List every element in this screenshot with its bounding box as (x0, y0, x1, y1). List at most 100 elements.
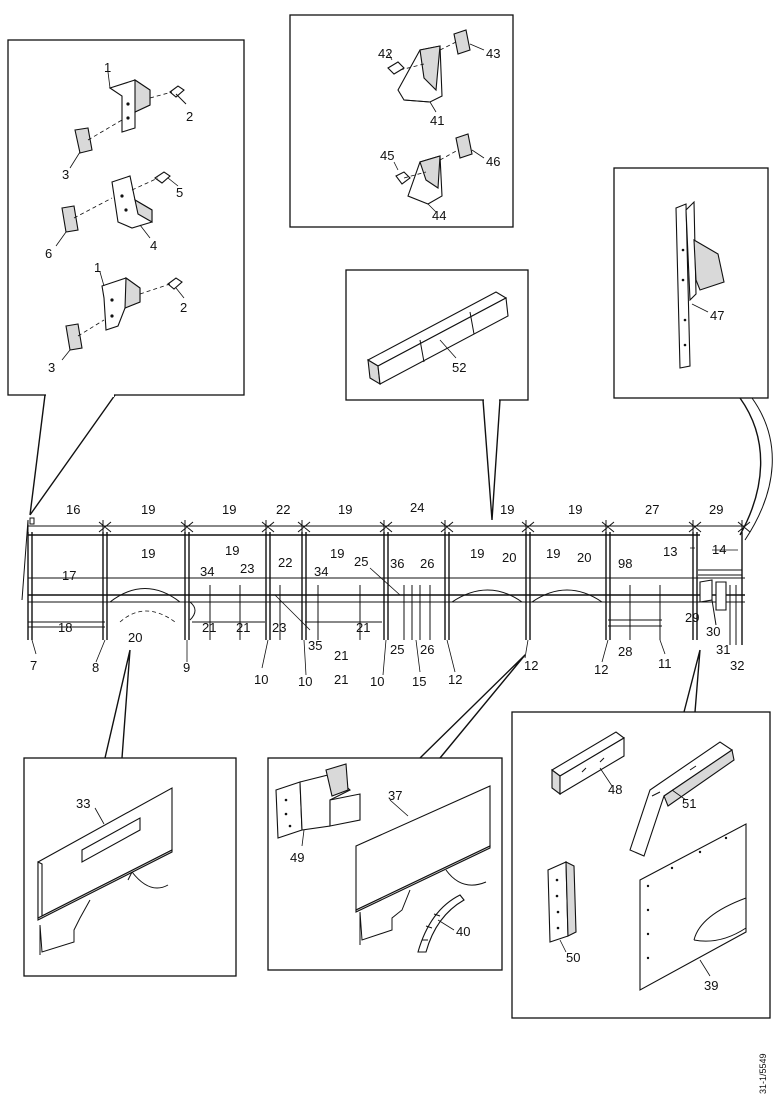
detail-box-panel-33: 33 (23, 757, 237, 977)
callout-mid-35: 35 (308, 638, 322, 653)
callout-48: 48 (608, 782, 622, 797)
callout-mid-26b: 26 (420, 642, 434, 657)
callout-bottom-12b: 12 (524, 658, 538, 673)
detail-box-panel-37: 49 37 40 (267, 757, 503, 971)
callout-top-19d: 19 (500, 502, 514, 517)
callout-43: 43 (486, 46, 500, 61)
callout-bottom-12a: 12 (448, 672, 462, 687)
callout-mid-28: 28 (618, 644, 632, 659)
arch-part-40 (417, 894, 465, 953)
panel-part-37 (355, 785, 491, 945)
callout-bottom-10c: 10 (370, 674, 384, 689)
callout-6: 6 (45, 246, 52, 261)
callout-mid-21a: 21 (202, 620, 216, 635)
callout-bottom-21: 21 (334, 672, 348, 687)
panel-part-39 (639, 823, 747, 991)
detail-box-post: 47 (613, 167, 773, 541)
callout-mid-34a: 34 (200, 564, 214, 579)
callout-mid-19d: 19 (470, 546, 484, 561)
callout-mid-36: 36 (390, 556, 404, 571)
pointer-to-center-box (419, 654, 526, 759)
bracket-part-4 (55, 171, 179, 247)
callout-5: 5 (176, 185, 183, 200)
figure-id: 31-1/5549 (758, 1053, 768, 1094)
callout-44: 44 (432, 208, 446, 223)
callout-top-22: 22 (276, 502, 290, 517)
callout-mid-22: 22 (278, 555, 292, 570)
rail-part-48 (551, 731, 625, 796)
callout-50: 50 (566, 950, 580, 965)
main-frame (21, 517, 751, 676)
callout-top-24: 24 (410, 500, 424, 515)
detail-box-brackets: 1 2 3 5 6 4 (7, 39, 245, 516)
callout-bottom-15: 15 (412, 674, 426, 689)
callout-top-27: 27 (645, 502, 659, 517)
callout-42: 42 (378, 46, 392, 61)
callout-49: 49 (290, 850, 304, 865)
callout-top-19c: 19 (338, 502, 352, 517)
callout-top-19a: 19 (141, 502, 155, 517)
callout-mid-19c: 19 (330, 546, 344, 561)
bracket-part-50 (547, 861, 577, 953)
callout-bottom-12c: 12 (594, 662, 608, 677)
callout-bottom-11: 11 (658, 656, 672, 671)
callout-mid-20a: 20 (502, 550, 516, 565)
callout-mid-17: 17 (62, 568, 76, 583)
callout-45: 45 (380, 148, 394, 163)
bracket-part-44 (393, 133, 485, 213)
callout-47: 47 (710, 308, 724, 323)
callout-bottom-8: 8 (92, 660, 99, 675)
callout-3b: 3 (48, 360, 55, 375)
callout-51: 51 (682, 796, 696, 811)
callout-mid-20b: 20 (577, 550, 591, 565)
callout-52: 52 (452, 360, 466, 375)
callout-mid-30: 30 (706, 624, 720, 639)
pointer-to-panel-box (104, 649, 131, 759)
callout-mid-19b: 19 (225, 543, 239, 558)
callout-mid-26: 26 (420, 556, 434, 571)
callout-mid-21b: 21 (236, 620, 250, 635)
callout-mid-25: 25 (354, 554, 368, 569)
panel-part-33 (37, 787, 173, 955)
pointer-to-right-box (683, 649, 701, 713)
callout-bottom-7: 7 (30, 658, 37, 673)
bracket-part-1-lower (61, 271, 185, 361)
callout-40: 40 (456, 924, 470, 939)
callout-mid-20c: 20 (128, 630, 142, 645)
callout-4: 4 (150, 238, 157, 253)
callout-top-16: 16 (66, 502, 80, 517)
detail-box-rail: 52 (345, 269, 529, 521)
callout-mid-98: 98 (618, 556, 632, 571)
callout-bottom-10b: 10 (298, 674, 312, 689)
callout-top-19e: 19 (568, 502, 582, 517)
callout-37: 37 (388, 788, 402, 803)
callout-mid-23a: 23 (240, 561, 254, 576)
bracket-part-49 (275, 763, 361, 847)
bend-part-51 (629, 741, 735, 857)
bracket-part-41 (387, 29, 485, 113)
callout-mid-19a: 19 (141, 546, 155, 561)
callout-33: 33 (76, 796, 90, 811)
callout-3a: 3 (62, 167, 69, 182)
callout-1b: 1 (94, 260, 101, 275)
callout-mid-32: 32 (730, 658, 744, 673)
rail-part-52 (366, 291, 509, 386)
callout-2a: 2 (186, 109, 193, 124)
detail-box-rear-parts: 48 51 50 39 (511, 711, 771, 1019)
callout-mid-18: 18 (58, 620, 72, 635)
callout-mid-19e: 19 (546, 546, 560, 561)
callout-mid-21c: 21 (356, 620, 370, 635)
callout-top-13: 13 (663, 544, 677, 559)
callout-mid-31: 31 (716, 642, 730, 657)
callout-top-19b: 19 (222, 502, 236, 517)
callout-39: 39 (704, 978, 718, 993)
callout-bottom-10a: 10 (254, 672, 268, 687)
detail-box-angle-brackets: 42 43 41 45 46 44 (289, 14, 514, 228)
callout-top-29: 29 (709, 502, 723, 517)
bracket-part-1-upper (69, 71, 187, 169)
callout-mid-34b: 34 (314, 564, 328, 579)
callout-1a: 1 (104, 60, 111, 75)
callout-2b: 2 (180, 300, 187, 315)
callout-top-14: 14 (712, 542, 726, 557)
